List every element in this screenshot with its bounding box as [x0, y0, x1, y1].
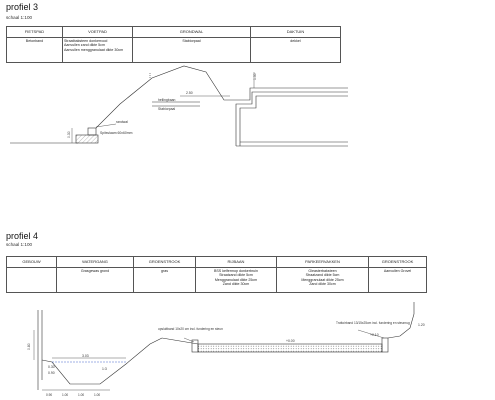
p4-depth-b-label: 0.90 — [48, 371, 55, 375]
profiel4-cell-groenstrook-2: Aanvullen Grovel — [368, 267, 427, 293]
p3-randwal-label: randwal — [116, 120, 128, 124]
p3-left-dim-label: 0.30 — [67, 131, 71, 138]
p4-ditch — [41, 337, 163, 385]
profiel4-cell-groenstrook: gras — [133, 267, 196, 293]
p3-stabiorpaal-label: Stabiorpaal — [158, 107, 175, 111]
profiel3-section — [10, 65, 348, 147]
p4-right-band-leader — [357, 329, 385, 339]
profiel3-cell-daktuin: dekkel — [250, 37, 341, 63]
p4-dim-c-label: 1.00 — [78, 393, 84, 397]
p4-dim-b-label: 1.00 — [62, 393, 68, 397]
profiel3-title: profiel 3 — [6, 2, 39, 12]
p3-helling-label: hellingbaan — [158, 98, 175, 102]
profiel4-cell-parkeervakken: Gleasterbaksteen Straatzand dikte 5cm Me… — [276, 267, 369, 293]
p3-roof-inner — [235, 91, 348, 146]
profiel4-cell-gebouw — [6, 267, 57, 293]
p3-dim-top-label: 1.30 — [253, 73, 257, 80]
p4-road-level-label: +0.00 — [286, 339, 295, 343]
p3-bottom-label: Spitsvlaam 60x60mm — [100, 131, 133, 135]
profiel3-cell-fietspad: Betonband — [6, 37, 63, 63]
profiel4-scale: schaal 1:100 — [6, 242, 33, 247]
p3-randwal-leader — [95, 123, 117, 128]
p4-left-curb — [191, 339, 199, 353]
p3-pavement-block — [75, 134, 99, 144]
p4-dim-a-label: 0.90 — [46, 393, 52, 397]
p4-road-slab — [197, 343, 383, 353]
profiel3-scale: schaal 1:100 — [6, 15, 33, 20]
p4-water-dim-label: 3.03 — [82, 354, 89, 358]
p4-right-curb — [381, 337, 389, 353]
p4-right-level-label: +0.10 — [370, 333, 379, 337]
p4-dim-d-label: 1.00 — [94, 393, 100, 397]
p3-dim-250-label: 2.50 — [186, 91, 193, 95]
p4-right-band-label: Trottoirband 13/15x25cm incl. fundering … — [336, 321, 410, 325]
profiel4-title: profiel 4 — [6, 231, 39, 241]
profiel4-section — [33, 302, 415, 391]
p3-embankment — [95, 65, 232, 129]
p4-right-slope — [387, 302, 415, 339]
profiel4-cell-rijbaan: BSS kelfermop donkerbruin Straatzand dik… — [195, 267, 277, 293]
profiel3-table: FIETSPAD VOETPAD GRONDWAL DAKTUIN Betonb… — [6, 26, 341, 63]
p4-left-height-label: 0.80 — [27, 343, 31, 350]
profiel4-table: GEBOUW WATERGANG GROENSTROOK RIJBAAN PAR… — [6, 256, 427, 293]
p4-band-label: opsluitband 10x20 cm incl. fundering en … — [158, 327, 223, 331]
p4-right-height-label: 1.20 — [418, 323, 425, 327]
p4-green-slope — [161, 337, 199, 345]
p4-slope-label: 1:3 — [102, 367, 107, 371]
profiel3-cell-voetpad: Straatbaksteen donkerrood Aanvullen zand… — [62, 37, 133, 63]
p4-depth-a-label: 0.30 — [48, 365, 55, 369]
profiel3-cell-grondwal: Stabiorpaal — [132, 37, 251, 63]
p3-roof-inner-2 — [239, 95, 348, 146]
p3-curb — [87, 127, 97, 136]
p3-roof-top — [232, 87, 348, 101]
p4-band-leader — [183, 337, 195, 343]
